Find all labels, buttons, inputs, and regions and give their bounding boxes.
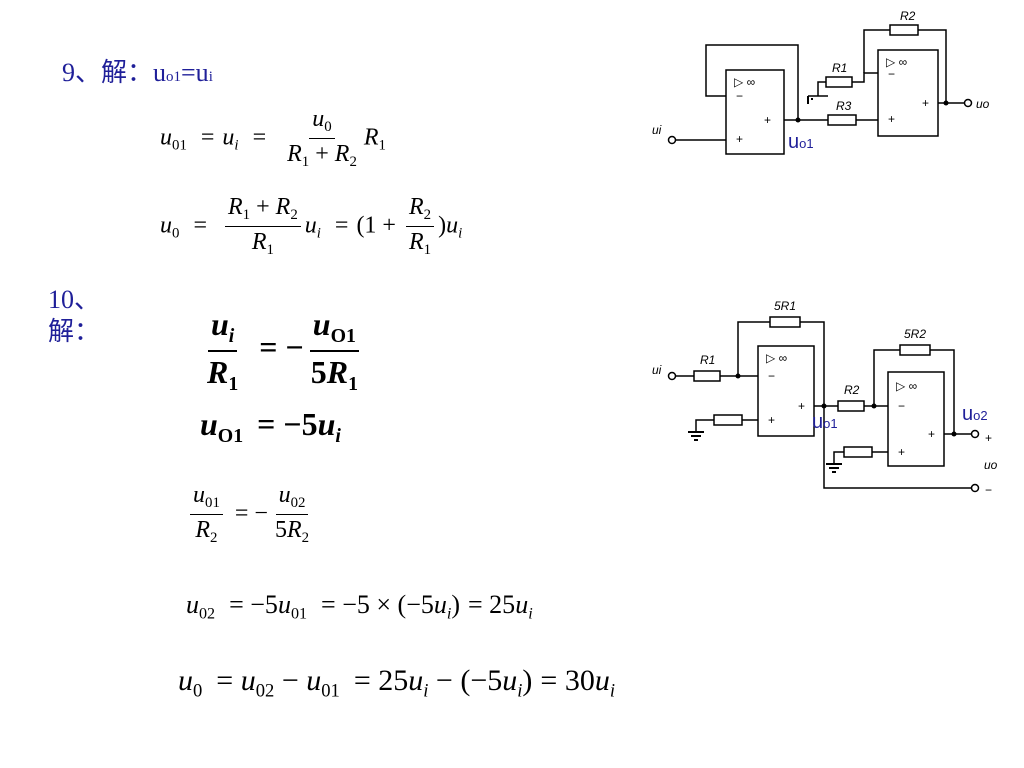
p10-label-out-plus: + [985, 431, 992, 445]
p10-resistor-r1 [693, 370, 721, 382]
p9-opamp-2 [877, 49, 939, 137]
p9-resistor-r3 [827, 114, 857, 126]
p10-label-uo2: uo2 [962, 403, 988, 425]
p10-label-uo1: uo1 [812, 411, 838, 433]
svg-text:+: + [888, 112, 895, 126]
svg-text:+: + [736, 132, 743, 146]
p10-resistor-5r2 [899, 344, 931, 356]
p9-opamp1-symbol: ▷ ∞ [734, 75, 755, 89]
svg-text:+: + [922, 96, 929, 110]
p10-resistor-r2 [837, 400, 865, 412]
p9-label-r1: R1 [832, 61, 847, 75]
svg-text:+: + [768, 413, 775, 427]
p10-circuit-diagram: ▷ ∞ − + + ▷ ∞ − + + 5R1 5R2 R1 R2 ui uo … [652, 299, 998, 497]
p9-label-uo: uo [976, 97, 990, 111]
p10-equation-4: u02= −5u01= −5 × (−5ui)= 25ui [186, 590, 533, 623]
p10-label-r1: R1 [700, 353, 715, 367]
svg-text:−: − [736, 89, 743, 103]
p10-label-ui: ui [652, 363, 662, 377]
problem-9-heading: 9、解：uo1=ui [62, 52, 213, 89]
p10-output-terminal-minus [970, 483, 980, 493]
p10-resistor-ground-1 [713, 414, 743, 426]
p10-label-5r2: 5R2 [904, 327, 926, 341]
svg-text:+: + [764, 113, 771, 127]
p9-label-r3: R3 [836, 99, 852, 113]
problem-9-label: 9、解： [62, 58, 154, 87]
p10-resistor-5r1 [769, 316, 801, 328]
p9-label-r2: R2 [900, 9, 916, 23]
p9-input-terminal [667, 135, 677, 145]
p9-output-terminal [963, 98, 973, 108]
problem-10-solution-label: 解： [48, 317, 101, 346]
p10-resistor-ground-2 [843, 446, 873, 458]
svg-text:+: + [798, 399, 805, 413]
p9-opamp-1 [725, 69, 785, 155]
p10-opamp1-symbol: ▷ ∞ [766, 351, 787, 365]
svg-text:−: − [768, 369, 775, 383]
p9-circuit-diagram: ▷ ∞ − + ▷ ∞ − + + + R2 R1 R3 ui uo uo1 [652, 9, 990, 155]
heading-uo1: uo1=ui [153, 58, 213, 87]
p9-label-ui: ui [652, 123, 662, 137]
p10-equation-5: u0= u02 − u01= 25ui − (−5ui)= 30ui [178, 664, 616, 702]
p9-label-uo1: uo1 [788, 131, 814, 153]
p10-input-terminal [667, 371, 677, 381]
p10-output-terminal-plus [970, 429, 980, 439]
svg-text:+: + [928, 427, 935, 441]
p10-equation-2: uO1= −5ui [200, 406, 341, 447]
p10-label-out-minus: − [985, 483, 992, 497]
p10-opamp-2 [887, 371, 945, 467]
p10-label-5r1: 5R1 [774, 299, 796, 313]
p10-label-r2: R2 [844, 383, 860, 397]
p9-resistor-r1 [825, 76, 853, 88]
p10-label-uo: uo [984, 458, 998, 472]
problem-10-heading: 10、 解： [48, 284, 100, 348]
svg-text:+: + [898, 445, 905, 459]
svg-text:−: − [898, 399, 905, 413]
p10-opamp-1 [757, 345, 815, 437]
p10-opamp2-symbol: ▷ ∞ [896, 379, 917, 393]
p9-resistor-r2 [889, 24, 919, 36]
svg-text:−: − [888, 67, 895, 81]
p9-opamp2-symbol: ▷ ∞ [886, 55, 907, 69]
problem-10-label: 10、 [48, 285, 101, 314]
